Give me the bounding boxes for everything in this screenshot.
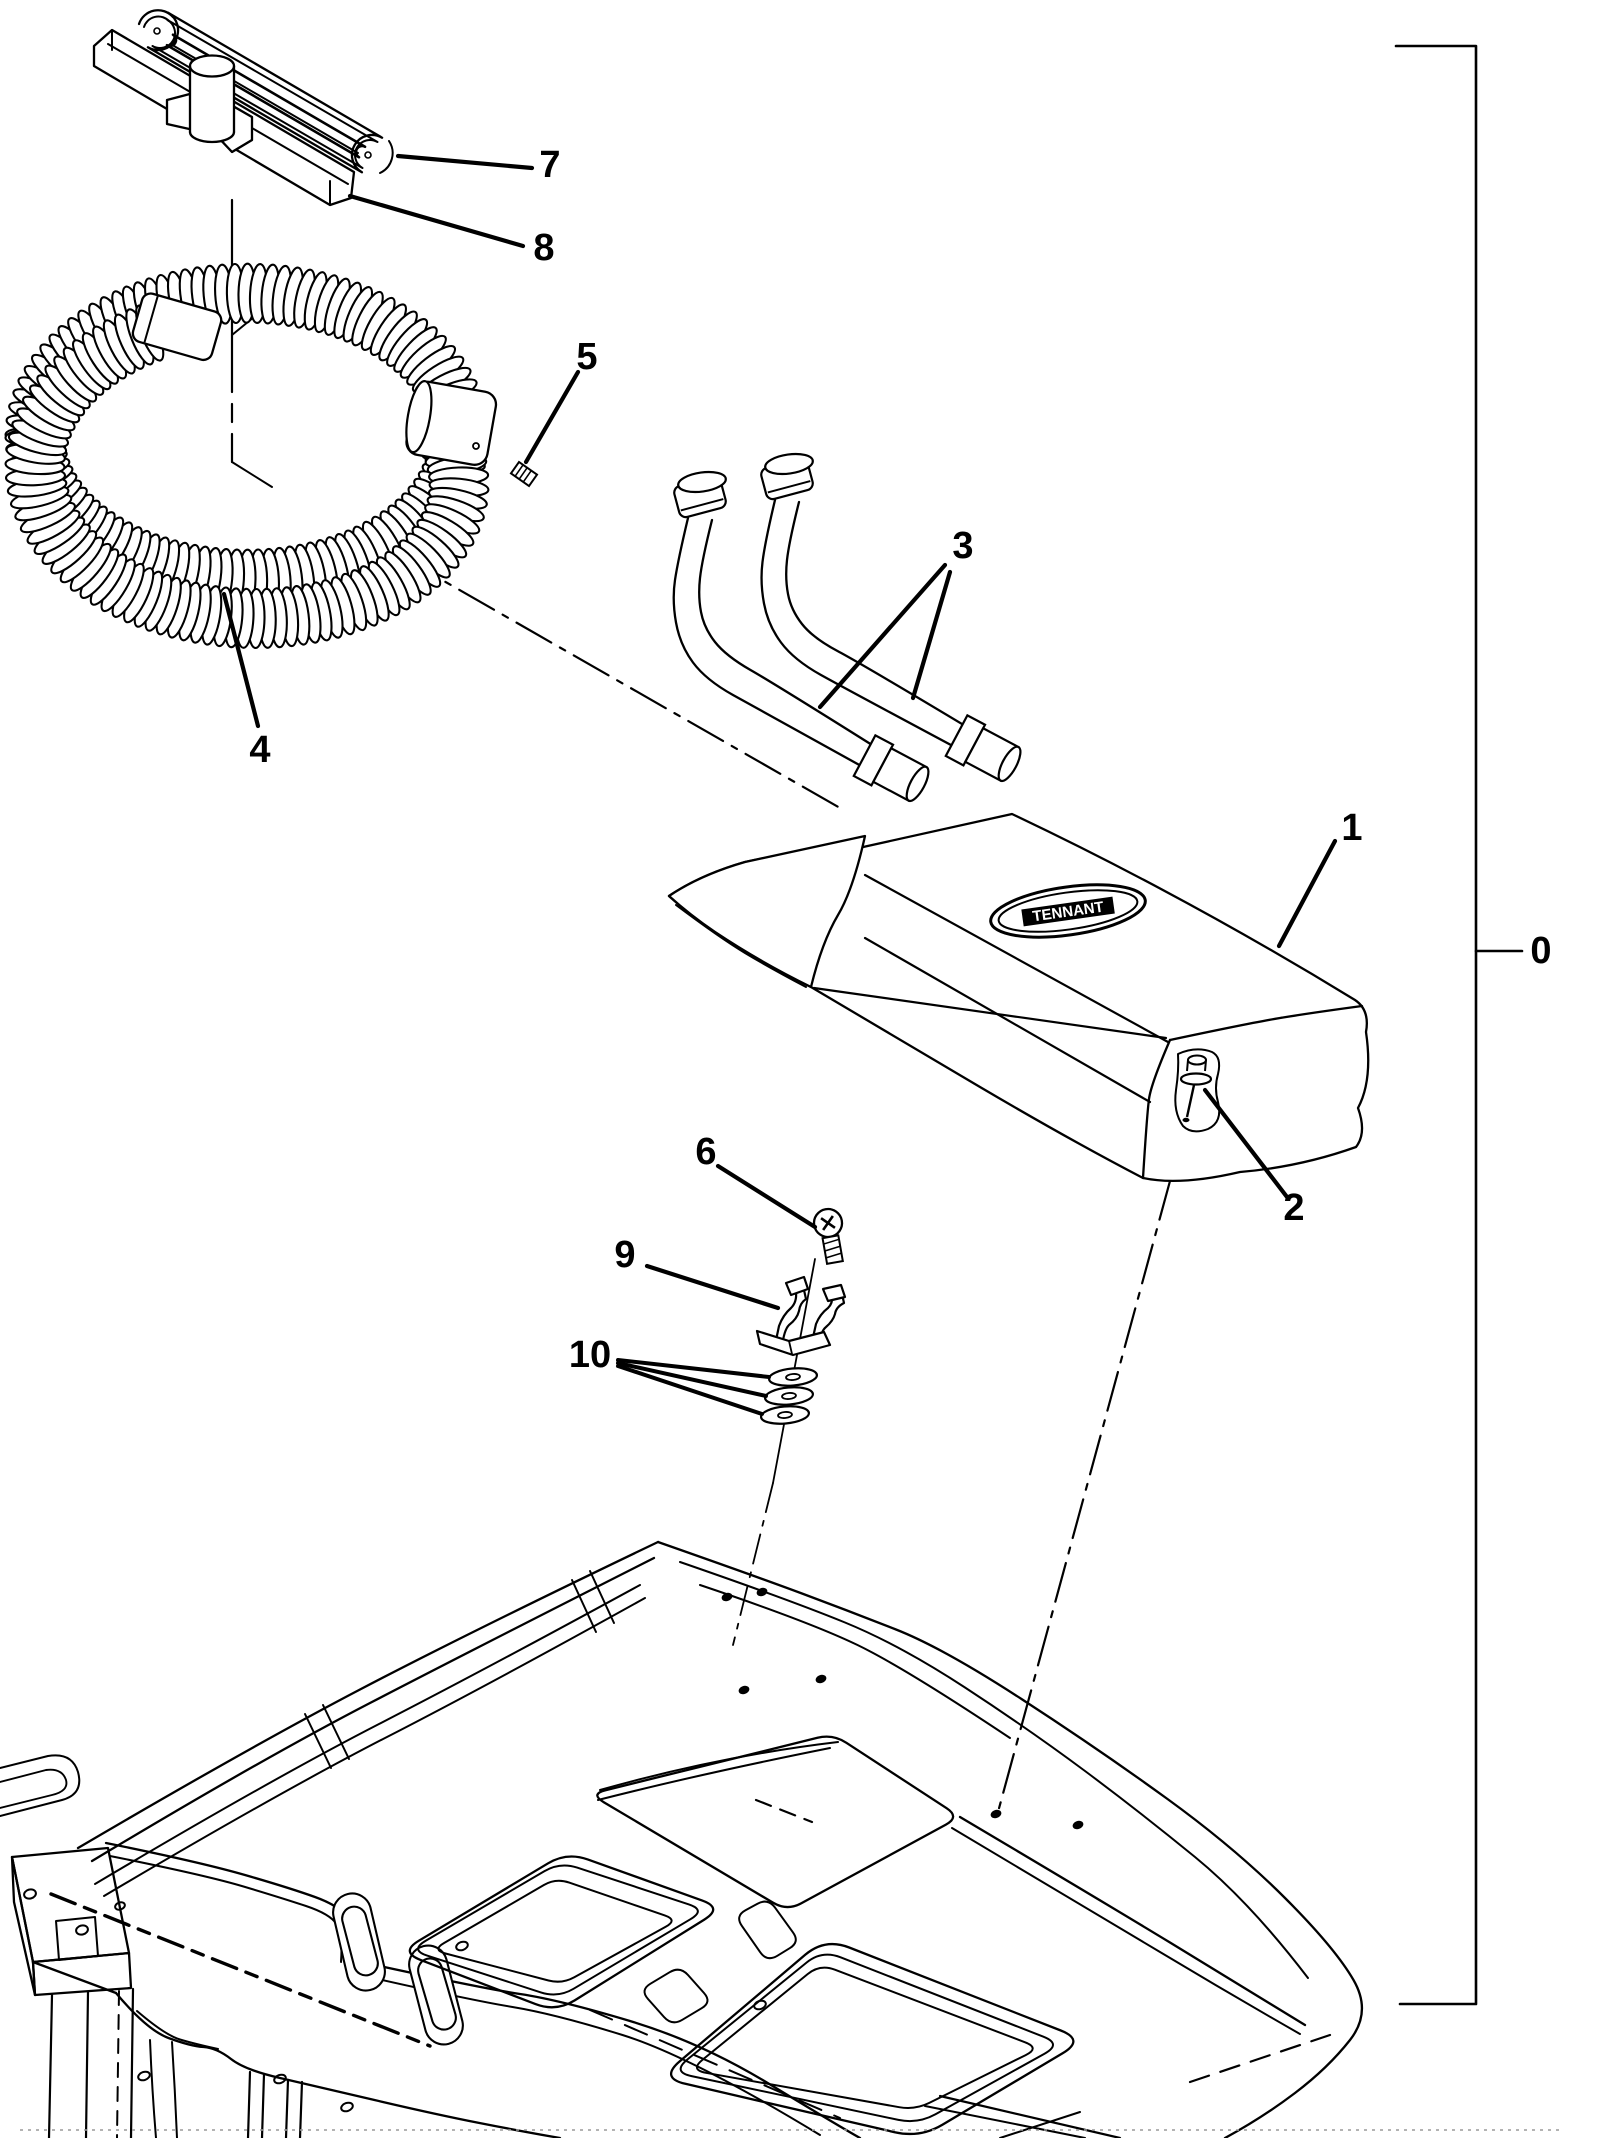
svg-text:4: 4	[249, 729, 270, 771]
svg-text:8: 8	[533, 227, 554, 269]
svg-text:7: 7	[539, 144, 560, 186]
svg-text:6: 6	[695, 1131, 716, 1173]
svg-text:1: 1	[1341, 807, 1362, 849]
svg-text:5: 5	[576, 336, 597, 378]
svg-text:0: 0	[1530, 930, 1551, 972]
svg-text:10: 10	[569, 1334, 611, 1376]
svg-text:9: 9	[614, 1234, 635, 1276]
svg-text:3: 3	[952, 525, 973, 567]
